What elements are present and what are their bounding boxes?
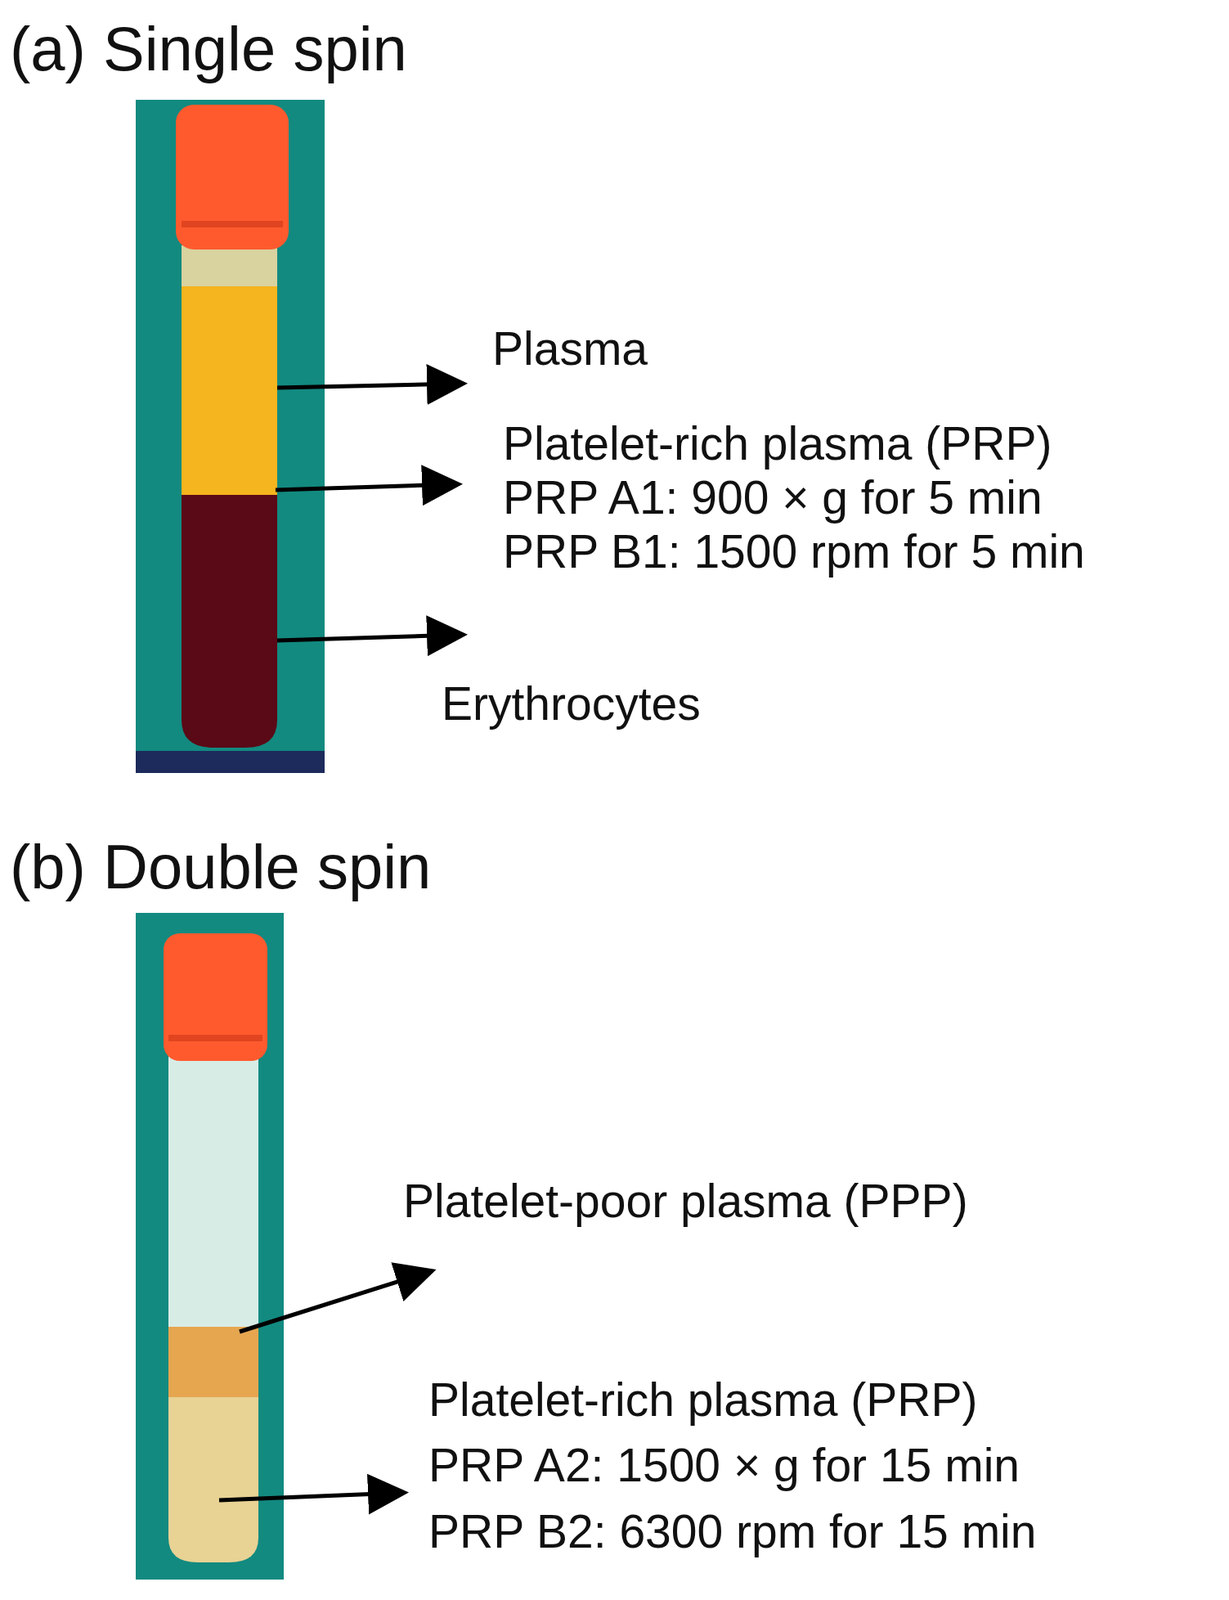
layer-label: Platelet-rich plasma (PRP) [502, 417, 1053, 471]
tube-photo-a [135, 99, 325, 773]
panel-heading: (a) Single spin [9, 13, 408, 85]
leader-arrow [277, 383, 460, 388]
protocol-label: PRP A2: 1500 × g for 15 min [428, 1438, 1020, 1493]
tube-photo-b [135, 912, 284, 1579]
leader-arrow [239, 1271, 429, 1332]
layer-label: Erythrocytes [441, 677, 701, 732]
layer-label: Plasma [492, 322, 648, 377]
layer-label: Platelet-rich plasma (PRP) [428, 1372, 978, 1427]
panel-heading: (b) Double spin [9, 830, 431, 902]
leader-arrow [219, 1492, 401, 1500]
protocol-label: PRP B1: 1500 rpm for 5 min [502, 524, 1086, 579]
leader-arrow [275, 484, 455, 490]
layer-label: Platelet-poor plasma (PPP) [403, 1174, 969, 1229]
protocol-label: PRP B2: 6300 rpm for 15 min [428, 1504, 1037, 1559]
leader-arrow [277, 634, 460, 641]
protocol-label: PRP A1: 900 × g for 5 min [502, 470, 1043, 525]
